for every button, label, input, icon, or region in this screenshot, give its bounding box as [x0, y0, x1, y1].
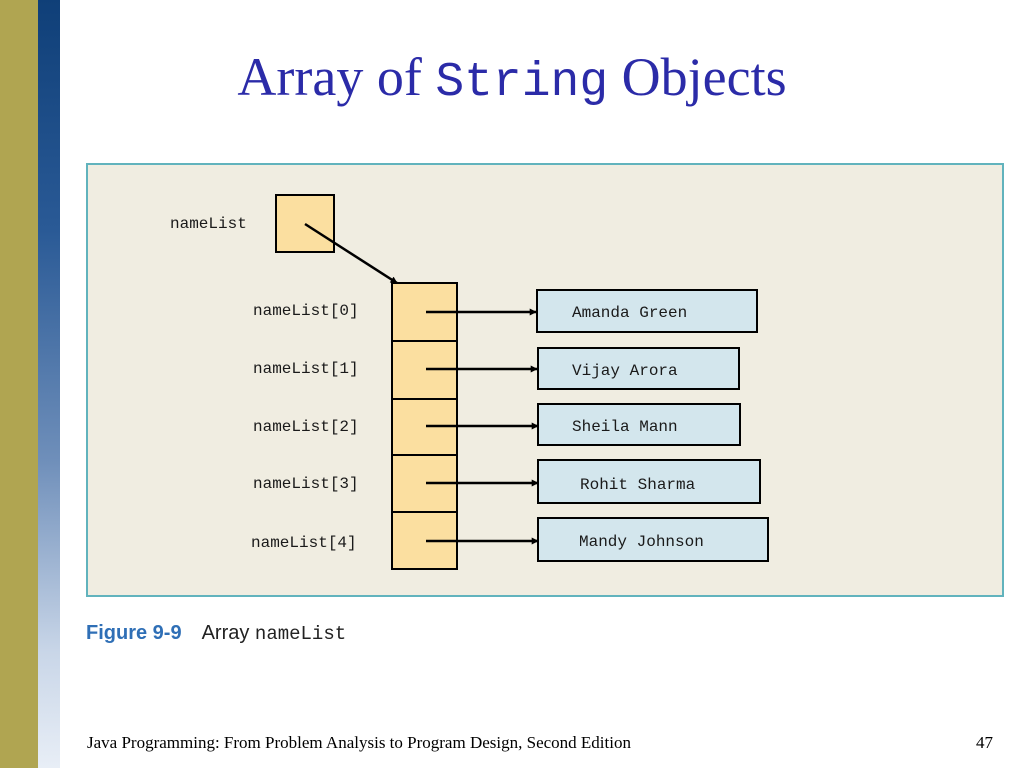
- string-object-box: [537, 347, 740, 390]
- reference-arrow: [304, 222, 398, 285]
- title-prefix: Array of: [237, 47, 436, 107]
- index-label: nameList[0]: [253, 302, 359, 320]
- reference-label: nameList: [170, 215, 247, 233]
- title-code: String: [435, 56, 609, 110]
- string-object-box: [537, 403, 741, 446]
- left-gradient-band: [38, 0, 60, 768]
- string-object-box: [537, 517, 769, 562]
- string-object-box: [537, 459, 761, 504]
- string-value: Sheila Mann: [572, 418, 678, 436]
- index-label: nameList[1]: [253, 360, 359, 378]
- string-value: Amanda Green: [572, 304, 687, 322]
- figure-caption: Figure 9-9 Array nameList: [86, 622, 346, 645]
- reference-box: [275, 194, 335, 253]
- index-label: nameList[2]: [253, 418, 359, 436]
- page-number: 47: [976, 733, 993, 752]
- string-object-box: [536, 289, 758, 333]
- slide-title: Array of String Objects: [0, 46, 1024, 110]
- caption-text: Array: [201, 622, 255, 644]
- caption-code: nameList: [254, 623, 347, 645]
- figure-number: Figure 9-9: [86, 622, 182, 644]
- index-label: nameList[4]: [251, 534, 357, 552]
- string-value: Vijay Arora: [572, 362, 678, 380]
- index-label: nameList[3]: [253, 475, 359, 493]
- footer-text: Java Programming: From Problem Analysis …: [87, 733, 631, 752]
- string-value: Mandy Johnson: [579, 533, 704, 551]
- title-suffix: Objects: [608, 47, 787, 107]
- left-decorative-band: [0, 0, 38, 768]
- string-value: Rohit Sharma: [580, 476, 696, 494]
